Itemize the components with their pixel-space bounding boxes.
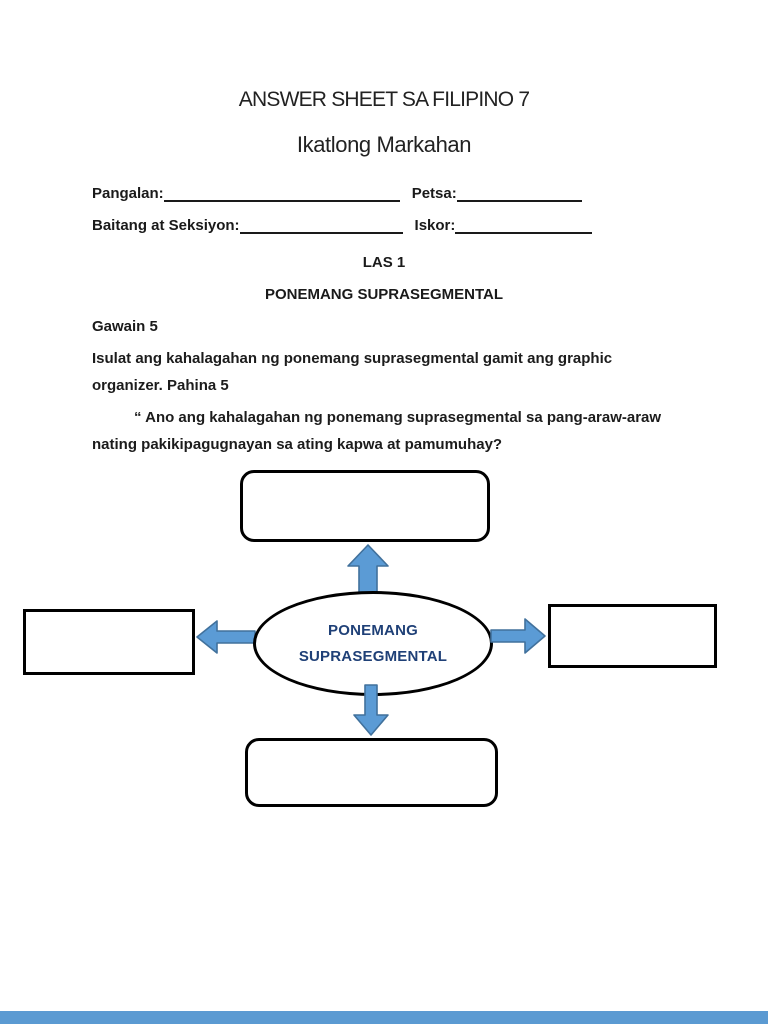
- task-heading: Gawain 5: [92, 318, 158, 335]
- question-line-2: nating pakikipagugnayan sa ating kapwa a…: [92, 436, 503, 453]
- instructions-line-1: Isulat ang kahalagahan ng ponemang supra…: [92, 350, 613, 367]
- las-heading: LAS 1: [362, 254, 406, 271]
- section-label: Baitang at Seksiyon:: [92, 217, 240, 234]
- answer-box-left[interactable]: [23, 609, 195, 675]
- score-label: Iskor:: [414, 217, 456, 234]
- central-topic-line-1: PONEMANG: [328, 622, 418, 639]
- answer-box-bottom[interactable]: [245, 738, 498, 807]
- score-blank[interactable]: [455, 216, 593, 234]
- date-blank[interactable]: [456, 184, 582, 202]
- central-topic-line-2: SUPRASEGMENTAL: [298, 648, 448, 665]
- central-topic-ellipse: PONEMANG SUPRASEGMENTAL: [253, 591, 493, 696]
- page-title: ANSWER SHEET SA FILIPINO 7: [238, 88, 530, 111]
- section-score-row: Baitang at Seksiyon: Iskor:: [92, 216, 676, 234]
- instructions-line-2: organizer. Pahina 5: [92, 377, 229, 394]
- name-date-row: Pangalan: Petsa:: [92, 184, 676, 202]
- name-label: Pangalan:: [92, 185, 164, 202]
- section-blank[interactable]: [239, 216, 403, 234]
- question-line-1: “ Ano ang kahalagahan ng ponemang supras…: [134, 409, 662, 426]
- date-label: Petsa:: [411, 185, 457, 202]
- answer-box-right[interactable]: [548, 604, 717, 668]
- arrow-left-icon: [196, 620, 256, 654]
- page-subtitle: Ikatlong Markahan: [296, 132, 472, 157]
- topic-heading: PONEMANG SUPRASEGMENTAL: [264, 286, 504, 303]
- footer-bar: [0, 1011, 768, 1024]
- arrow-right-icon: [490, 618, 546, 654]
- name-blank[interactable]: [163, 184, 400, 202]
- answer-box-top[interactable]: [240, 470, 490, 542]
